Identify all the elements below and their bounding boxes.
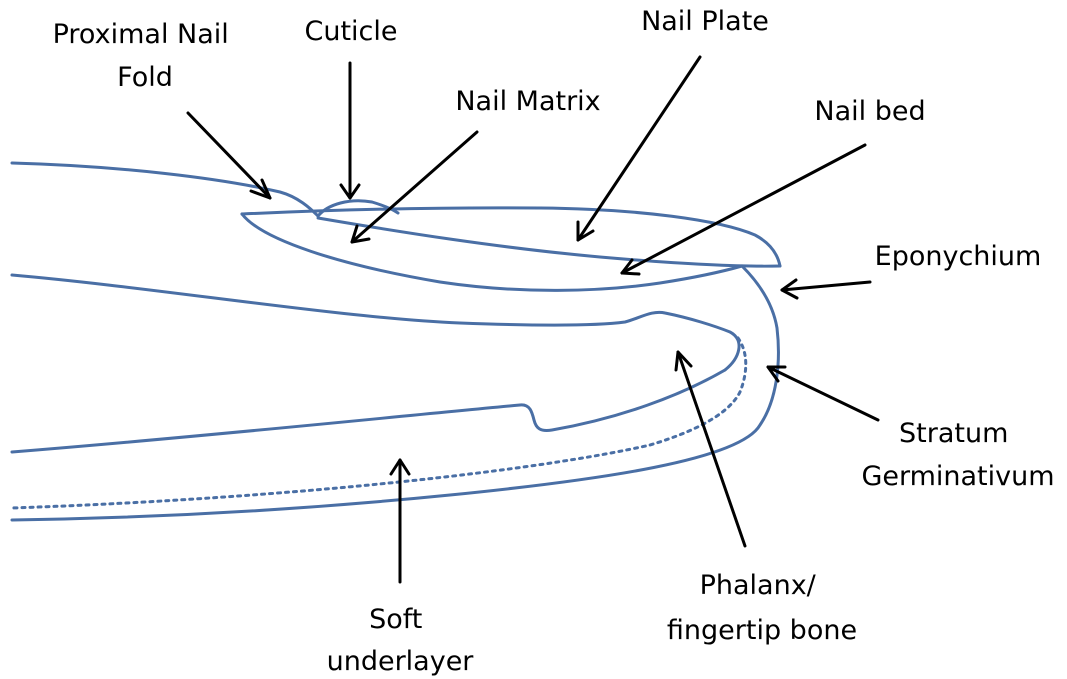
phalanx-top-outline (12, 275, 739, 370)
nail-plate-top-outline (242, 208, 780, 266)
eponychium-label: Eponychium (875, 241, 1042, 272)
stratum-germinativum-label-line-2: Germinativum (861, 461, 1054, 492)
soft-underlayer-arrow (391, 460, 409, 582)
nail-matrix-label: Nail Matrix (455, 86, 600, 117)
proximal-nail-fold-label: Proximal Nail Fold (53, 19, 238, 93)
phalanx-arrow (676, 352, 745, 546)
stratum-germinativum-arrow (768, 367, 878, 420)
cuticle-label: Cuticle (304, 16, 397, 47)
proximal-fold-outline (12, 163, 318, 216)
proximal-nail-fold-label-line-2: Fold (117, 62, 173, 93)
eponychium-arrow (782, 280, 870, 298)
proximal-nail-fold-arrow (188, 113, 270, 198)
phalanx-bottom-outline (12, 370, 725, 452)
nail-plate-label: Nail Plate (641, 6, 769, 37)
soft-underlayer-label-line-1: Soft (369, 604, 422, 635)
soft-underlayer-label: Soft underlayer (327, 604, 475, 677)
phalanx-label-line-1: Phalanx/ (700, 570, 817, 601)
cuticle-arrow (341, 63, 359, 198)
nail-bed-outline (242, 214, 742, 290)
stratum-germinativum-label: Stratum Germinativum (861, 418, 1054, 492)
nail-bed-label: Nail bed (814, 96, 925, 127)
labels: Proximal Nail Fold Cuticle Nail Plate Na… (53, 6, 1055, 677)
phalanx-label: Phalanx/ fingertip bone (667, 570, 857, 646)
soft-underlayer-label-line-2: underlayer (327, 646, 475, 677)
proximal-nail-fold-label-line-1: Proximal Nail (53, 19, 229, 50)
phalanx-label-line-2: fingertip bone (667, 615, 857, 646)
eponychium-outline (12, 266, 778, 520)
nail-matrix-arrow (352, 132, 477, 242)
stratum-germinativum-dotted-line (12, 338, 746, 508)
nail-bed-arrow (622, 145, 865, 274)
stratum-germinativum-label-line-1: Stratum (899, 418, 1008, 449)
